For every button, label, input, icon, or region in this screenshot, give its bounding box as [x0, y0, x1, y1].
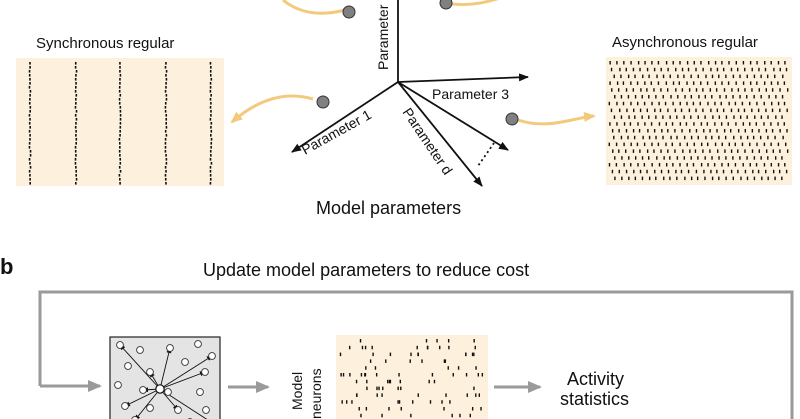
- model-label: Model: [289, 372, 305, 410]
- asynchronous-raster: [606, 57, 792, 185]
- neuron-node: [146, 368, 154, 376]
- axis-parameter-3: [397, 73, 529, 83]
- orange-curve-top-left: [282, 0, 346, 15]
- neuron-node: [174, 406, 182, 414]
- gray-dot-top-right: [439, 0, 453, 10]
- label-parameter-2: Parameter 2: [375, 0, 391, 70]
- connection-arrow: [124, 388, 161, 407]
- axis-parameter-4: [397, 81, 509, 151]
- loop-title: Update model parameters to reduce cost: [203, 260, 529, 280]
- gray-dot-right: [505, 112, 519, 126]
- neuron-node: [116, 341, 124, 349]
- neuron-node: [121, 402, 129, 410]
- neuron-node: [136, 346, 144, 354]
- neuron-node: [166, 344, 174, 352]
- neuron-node: [114, 381, 122, 389]
- synchronous-raster: [16, 58, 224, 186]
- neuron-node: [208, 352, 216, 360]
- neurons-label: neurons: [308, 368, 324, 419]
- label-parameter-3: Parameter 3: [432, 86, 509, 102]
- gray-dot-left: [316, 95, 330, 109]
- model-raster: [336, 335, 488, 419]
- asynchronous-regular-title: Asynchronous regular: [612, 34, 758, 51]
- model-raster-spikes: [339, 339, 484, 418]
- gray-dot-top-left: [342, 5, 356, 19]
- neuron-node: [139, 386, 147, 394]
- orange-curve-right: [517, 111, 596, 126]
- label-parameter-d: Parameter d: [400, 105, 456, 178]
- connection-arrow: [159, 347, 172, 390]
- hub-neuron-node: [155, 384, 165, 394]
- network-diagram: [109, 336, 221, 419]
- feedback-loop-line: [38, 290, 794, 419]
- panel-b: b Update model parameters to reduce cost…: [0, 254, 794, 419]
- neuron-node: [201, 368, 209, 376]
- neuron-node: [181, 358, 189, 366]
- neuron-node: [202, 406, 210, 414]
- connection-arrow: [159, 371, 206, 390]
- axis-dotted-ellipsis: [477, 142, 495, 167]
- activity-label: Activity: [567, 369, 624, 389]
- asynchronous-spikes: [608, 61, 789, 181]
- panel-a: Synchronous regular Asynchronous regular…: [16, 0, 792, 218]
- neuron-node: [194, 340, 202, 348]
- connection-arrow: [159, 355, 213, 390]
- axis-parameter-d: [397, 81, 483, 187]
- synchronous-regular-title: Synchronous regular: [36, 35, 174, 52]
- neuron-node: [131, 416, 139, 419]
- label-parameter-1: Parameter 1: [299, 106, 374, 157]
- orange-curve-top-right: [451, 0, 499, 6]
- connection-arrow: [134, 388, 161, 419]
- network-nodes: [114, 340, 216, 419]
- neuron-node: [124, 362, 132, 370]
- neuron-node: [196, 388, 204, 396]
- statistics-label: statistics: [560, 389, 629, 409]
- model-parameters-caption: Model parameters: [316, 198, 461, 218]
- asynchronous-raster-bg: [606, 57, 792, 185]
- synchronous-spikes: [28, 62, 213, 185]
- orange-curve-left: [230, 94, 314, 124]
- axis-parameter-1: [291, 81, 399, 153]
- neuron-node: [146, 404, 154, 412]
- panel-b-letter: b: [0, 254, 13, 279]
- connection-arrow: [119, 344, 161, 390]
- model-raster-bg: [336, 335, 488, 419]
- neuron-node: [164, 388, 172, 396]
